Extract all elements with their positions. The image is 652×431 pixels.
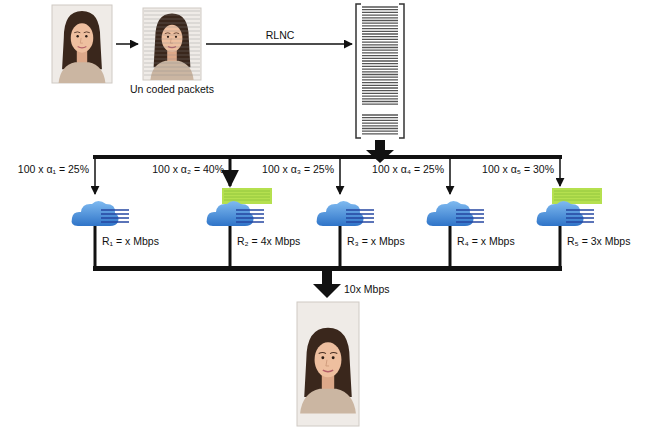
split-ratio: 100 x α₅ = 30%: [482, 163, 554, 176]
rate-text: R₁ = x Mbps: [102, 235, 159, 248]
rate-text: R₂ = 4x Mbps: [237, 235, 300, 248]
split-ratio: 100 x α₁ = 25%: [18, 163, 89, 176]
split-ratio: 100 x α₄ = 25%: [372, 163, 444, 176]
path-rate: R₁ = x Mbps: [102, 235, 159, 248]
packet-caption: Un coded packets: [130, 83, 214, 96]
split-ratio: 100 x α₃ = 25%: [262, 163, 334, 176]
path-rate: R₃ = x Mbps: [347, 235, 405, 248]
total-rate: 10x Mbps: [344, 283, 390, 296]
split-ratio: 100 x α₂ = 40%: [152, 163, 224, 176]
path-rate: R₂ = 4x Mbps: [237, 235, 300, 248]
rate-text: R₅ = 3x Mbps: [567, 235, 630, 248]
process-label: RLNC: [266, 29, 295, 42]
rate-text: R₃ = x Mbps: [347, 235, 405, 248]
path-rate: R₄ = x Mbps: [457, 235, 515, 248]
caption-text: Un coded packets: [130, 83, 214, 96]
rate-text: R₄ = x Mbps: [457, 235, 515, 248]
path-rate: R₅ = 3x Mbps: [567, 235, 630, 248]
